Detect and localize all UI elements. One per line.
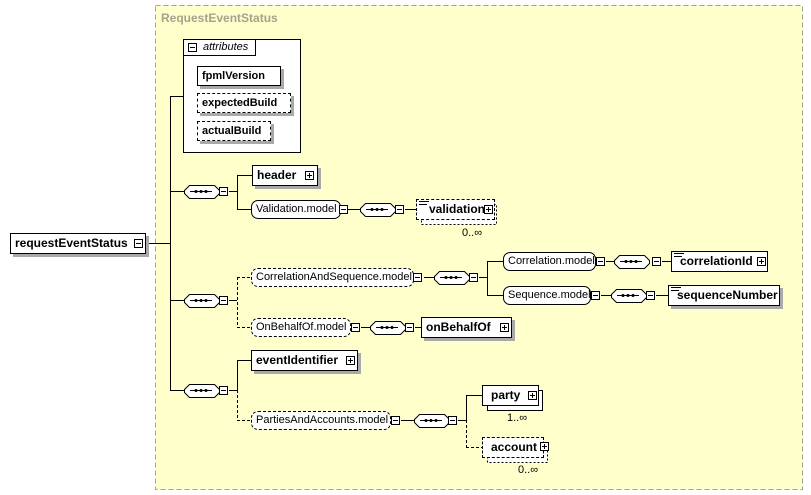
on-behalf-seq-collapse-icon[interactable]: [405, 323, 414, 332]
attributes-collapse-icon[interactable]: [188, 43, 197, 52]
event-identifier-label: eventIdentifier: [256, 353, 339, 367]
seq3-collapse-icon[interactable]: [219, 386, 228, 395]
choice-dots-parties: [420, 419, 442, 422]
element-eventIdentifier[interactable]: eventIdentifier: [251, 350, 358, 371]
correlation-and-sequence-model-label: CorrelationAndSequence.model: [256, 271, 412, 283]
validation-label: validation: [429, 202, 486, 216]
corr-seq-collapse-icon[interactable]: [469, 273, 478, 282]
account-label: account: [491, 440, 538, 454]
element-onBehalfOf[interactable]: onBehalfOf: [421, 317, 512, 338]
group-on-behalf-of-model[interactable]: OnBehalfOf.model: [251, 318, 351, 337]
choice-collapse-icon[interactable]: [448, 416, 457, 425]
on-behalf-of-label: onBehalfOf: [426, 320, 491, 334]
element-validation[interactable]: validation: [416, 199, 495, 220]
correlation-seq-collapse-icon[interactable]: [652, 257, 661, 266]
sequence-model-label: Sequence.model: [508, 289, 591, 301]
attribute-actualBuild[interactable]: actualBuild: [197, 121, 271, 141]
seq2-collapse-icon[interactable]: [219, 296, 228, 305]
parties-model-collapse-icon[interactable]: [391, 416, 400, 425]
attributes-label: attributes: [203, 41, 249, 53]
sequence-dots-correlation: [620, 260, 642, 263]
seq1-collapse-icon[interactable]: [219, 187, 228, 196]
element-sequenceNumber[interactable]: sequenceNumber: [668, 285, 780, 306]
validation-cardinality: 0..∞: [462, 227, 483, 239]
attribute-fpmlVersion[interactable]: fpmlVersion: [197, 66, 281, 86]
sequence-dots-validation: [366, 208, 388, 211]
sequence-dots-corr-seq: [440, 276, 462, 279]
party-cardinality: 1..∞: [507, 412, 528, 424]
account-expand-icon[interactable]: [540, 442, 549, 451]
root-element-requestEventStatus[interactable]: requestEventStatus: [10, 233, 146, 254]
correlation-id-expand-icon[interactable]: [757, 257, 766, 266]
validation-model-label: Validation.model: [256, 203, 337, 215]
correlation-model-label: Correlation.model: [508, 255, 595, 267]
header-expand-icon[interactable]: [305, 171, 314, 180]
sequence-seq-collapse-icon[interactable]: [646, 291, 655, 300]
on-behalf-model-collapse-icon[interactable]: [351, 323, 360, 332]
correlation-id-label: correlationId: [680, 254, 753, 268]
sequence-dots-on-behalf: [376, 326, 398, 329]
account-cardinality: 0..∞: [518, 464, 539, 476]
group-correlation-and-sequence-model[interactable]: CorrelationAndSequence.model: [251, 268, 414, 287]
sequence-dots-3: [190, 389, 212, 392]
validation-expand-icon[interactable]: [484, 205, 493, 214]
party-label: party: [491, 388, 521, 402]
party-expand-icon[interactable]: [528, 391, 537, 400]
root-element-label: requestEventStatus: [15, 236, 128, 250]
attribute-expectedBuild[interactable]: expectedBuild: [197, 93, 291, 113]
element-header[interactable]: header: [252, 165, 318, 186]
documentation-icon: [419, 201, 429, 208]
group-validation-model[interactable]: Validation.model: [251, 200, 341, 219]
documentation-icon: [674, 253, 684, 260]
element-account[interactable]: account: [482, 437, 544, 458]
complex-type-title: RequestEventStatus: [161, 11, 278, 25]
attributes-tab: [183, 39, 256, 56]
documentation-icon: [671, 287, 681, 294]
event-identifier-expand-icon[interactable]: [346, 356, 355, 365]
group-sequence-model[interactable]: Sequence.model: [503, 286, 591, 305]
corr-seq-model-collapse-icon[interactable]: [413, 273, 422, 282]
validation-model-collapse-icon[interactable]: [339, 205, 348, 214]
validation-seq-collapse-icon[interactable]: [395, 205, 404, 214]
element-correlationId[interactable]: correlationId: [671, 251, 768, 272]
sequence-dots-2: [190, 299, 212, 302]
sequence-dots-sequence: [617, 294, 639, 297]
sequence-dots-1: [190, 190, 212, 193]
sequence-model-collapse-icon[interactable]: [591, 291, 600, 300]
parties-and-accounts-model-label: PartiesAndAccounts.model: [256, 414, 389, 426]
group-parties-and-accounts-model[interactable]: PartiesAndAccounts.model: [251, 411, 391, 430]
group-correlation-model[interactable]: Correlation.model: [503, 252, 596, 271]
header-label: header: [257, 168, 297, 182]
sequence-number-label: sequenceNumber: [677, 288, 778, 302]
on-behalf-of-model-label: OnBehalfOf.model: [256, 321, 347, 333]
on-behalf-of-expand-icon[interactable]: [500, 323, 509, 332]
root-collapse-icon[interactable]: [134, 239, 143, 248]
correlation-model-collapse-icon[interactable]: [596, 257, 605, 266]
element-party[interactable]: party: [482, 385, 539, 406]
